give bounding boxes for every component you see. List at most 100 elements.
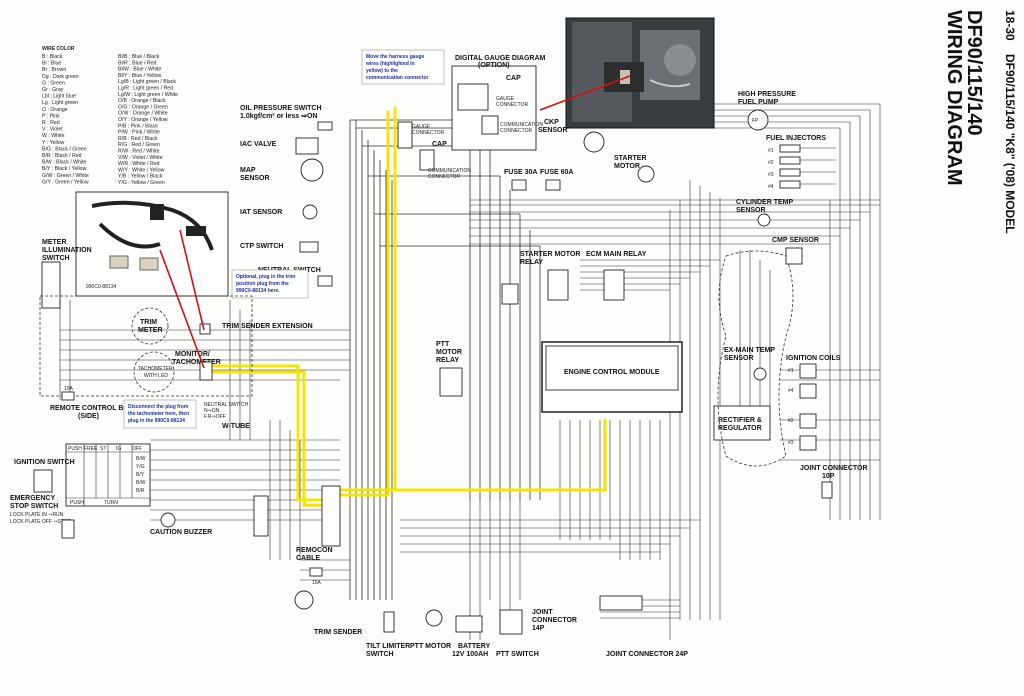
wire-color-entry: Dg : Dark green [42,74,79,80]
remote-control-box-outline [39,295,253,397]
joint-14p-label-1: JOINT [532,609,553,616]
ckp-sensor [583,131,605,153]
neutral-switch [317,275,333,287]
tach-note-line1: Disconnect the plug from [128,404,189,410]
fuse-10a-label: 10A [64,386,74,392]
monitor-tach-label-1: MONITOR/ [175,351,210,358]
red-arrow-trim [179,229,205,331]
high-pressure-fuel-pump [747,109,769,131]
fuel-injectors: #1#2#3#4 [768,144,836,190]
wire-color-heading: WIRE COLOR [42,46,75,52]
caution-buzzer [160,512,176,528]
wire-color-entry: Bl/B : Blue / Black [118,54,160,60]
remote-box-label-2: (SIDE) [78,413,99,420]
trim-note-box [231,269,309,299]
rectifier-label-1: RECTIFIER & [718,417,762,424]
lock-in-label: LOCK PLATE IN ⇒RUN [10,512,64,518]
emergency-label-1: EMERGENCY [10,495,55,502]
starter-motor [637,165,655,183]
ignition-coil-label: #1 [788,368,794,374]
rectifier-label-2: REGULATOR [718,425,762,432]
ign-push-label: PUSH [70,500,84,506]
trim-meter-label-1: TRIM [140,319,157,326]
joint-10p-full: JOINT CONNECTOR 10P [2,686,61,692]
starter-motor-label-2: MOTOR [614,163,640,170]
comm-connector-plug [481,115,499,135]
joint-14p-label-2: CONNECTOR [532,617,577,624]
ex-temp-label-2: SENSOR [724,355,754,362]
ignition-coil [799,383,817,399]
wire-color-entry: Y/B : Yellow / Black [118,174,163,180]
fuse-30a [511,179,527,191]
gauge-note-box [361,49,445,85]
ign-table-row: B/W [136,480,146,486]
starter-relay-label-2: RELAY [520,259,543,266]
gauge-note-line3: yellow) to the [366,68,398,74]
ign-table-header: PUSH [68,446,82,452]
iac-valve-label: IAC VALVE [240,141,277,148]
wire-color-entry: R/G : Red / Green [118,142,160,148]
fuse-30a-label: FUSE 30A [504,169,537,176]
injectors-label: FUEL INJECTORS [766,135,826,142]
fuel-injector [779,180,801,189]
neutral-sw-box-label: NEUTRAL SWITCH [204,402,249,408]
remote-box-label-1: REMOTE CONTROL BOX [50,405,134,412]
ptt-motor-label: PTT MOTOR [410,643,451,650]
wire-color-entry: P/B : Pink / Black [118,123,158,129]
injector-label: #1 [768,148,774,154]
emergency-label-2: STOP SWITCH [10,503,58,510]
wire-color-entry: Bl/R : Blue / Red [118,60,156,66]
battery [455,615,483,633]
ignition-coil [799,363,817,379]
red-arrow-photo [539,75,631,111]
joint-24p-label: JOINT CONNECTOR 24P [606,651,688,658]
fuse-60a-label: FUSE 60A [540,169,573,176]
battery-label-1: BATTERY [458,643,491,650]
tilt-limiter-label-1: TILT LIMITER [366,643,410,650]
tach-led-label-2: WITH LED [144,373,168,379]
ckp-label-2: SENSOR [538,127,568,134]
digital-gauge-title-2: (OPTION) [478,62,510,69]
tach-note-box [123,399,197,429]
fuse-15a-label: 15A [312,580,322,586]
oil-pressure-sub: 1.0kgf/cm² or less ⇒ON [240,113,317,120]
iac-valve [295,137,319,155]
fp-label: FP [752,118,759,124]
wire-color-entry: W/Y : White / Yellow [118,167,165,173]
trim-meter [131,307,169,345]
gauge-note-line4: communication connector [366,75,429,81]
ptt-switch-label: PTT SWITCH [496,651,539,658]
wire-color-entry: O : Orange [42,107,68,113]
fuel-injector [779,144,801,153]
ign-table-header: ST [100,446,106,452]
ign-table-row: Y/G [136,464,145,470]
meter-illum-label-1: METER [42,239,67,246]
joint-10p-label-1: JOINT CONNECTOR [800,465,868,472]
red-arrow-tach [159,249,205,369]
wire-color-entry: W/R : White / Red [118,161,160,167]
wire-color-entry: G/Y : Green / Yellow [42,179,89,185]
ptt-motor [425,609,443,627]
wire-color-entry: R/B : Red / Black [118,136,158,142]
tilt-limiter-switch [383,611,395,633]
wire-color-entry: G/W : Green / White [42,173,89,179]
tach-connector [199,361,213,381]
ignition-coil [799,413,817,429]
wire-color-entry: B/Y : Black / Yellow [42,166,87,172]
iat-sensor [302,204,318,220]
ptt-switch [499,609,523,635]
wire-color-entry: Bl/W : Blue / White [118,67,161,73]
ignition-switch-key [33,469,53,493]
trim-meter-label-2: METER [138,327,163,334]
tach-note-line2: the tachometer here, then [128,411,189,417]
gauge-note-line2: wires (highlighted in [365,61,415,67]
starter-relay-label-1: STARTER MOTOR [520,251,580,258]
wire-color-entry: Lg/R : Light green / Red [118,86,173,92]
harness-wires [59,103,881,640]
starter-motor-label-1: STARTER [614,155,647,162]
ctp-switch [299,241,319,253]
tach-led-label-1: TACHOMETER [138,366,173,372]
